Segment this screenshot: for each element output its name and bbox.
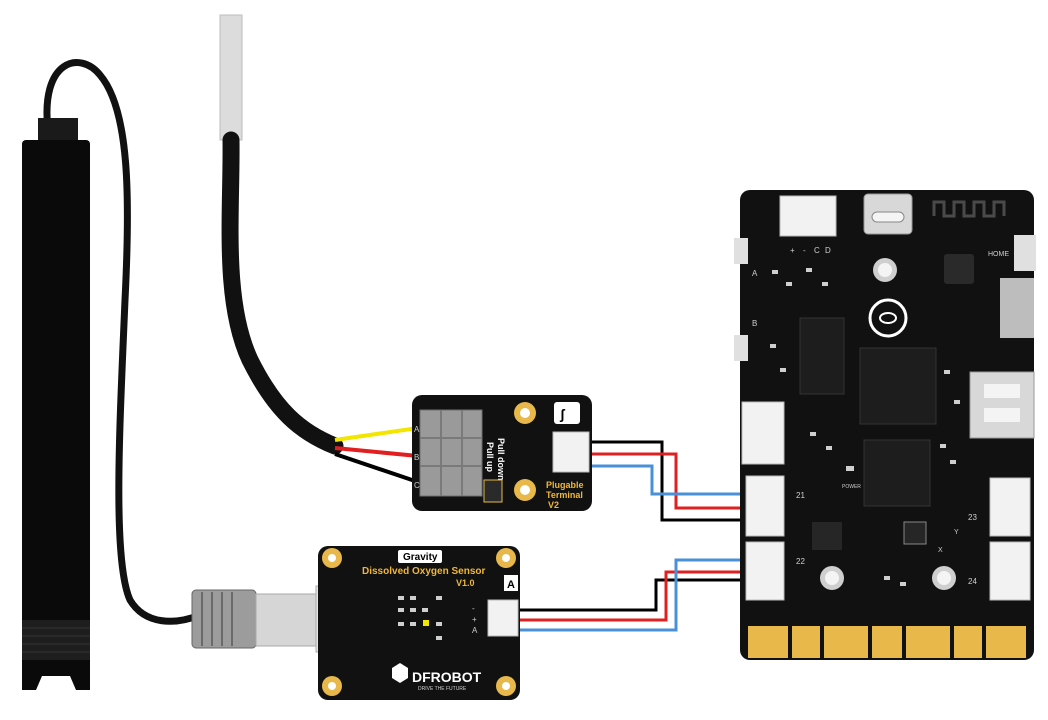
probe-grip	[22, 620, 90, 660]
top-pin-d: D	[825, 246, 831, 255]
temperature-probe	[219, 14, 419, 484]
wire-red-b	[520, 570, 745, 622]
main-board: + - C D A B HOME POWER	[734, 190, 1036, 660]
axis-x: X	[938, 547, 943, 554]
jumper	[483, 479, 503, 503]
button-a[interactable]	[734, 238, 748, 264]
button-a-label: A	[752, 269, 758, 278]
chip-sensor	[903, 521, 927, 545]
do-title: Dissolved Oxygen Sensor	[362, 566, 485, 577]
board-smd	[770, 268, 960, 586]
temp-probe-cable	[221, 131, 344, 455]
port-24	[989, 541, 1031, 601]
side-switch	[1000, 278, 1034, 338]
electrode-probe	[22, 59, 202, 690]
terminal-pin-b: B	[414, 453, 419, 462]
gravity-label: Gravity	[403, 552, 438, 563]
wires-sensor-to-board	[520, 558, 745, 632]
smd-components	[398, 596, 442, 640]
port-23	[989, 477, 1031, 537]
port-left-top	[741, 401, 785, 465]
do-version: V1.0	[456, 578, 475, 588]
wire-black-a	[590, 440, 745, 522]
terminal-name-2: Terminal	[546, 490, 583, 500]
port-23-label: 23	[968, 513, 977, 522]
wire-yellow	[334, 426, 419, 442]
df-logo-mark	[554, 402, 580, 424]
top-pin-c: C	[814, 246, 820, 255]
pull-up-label: Pull up	[485, 442, 495, 472]
terminal-pin-a: A	[414, 425, 420, 434]
usb-a-port	[969, 371, 1035, 439]
antenna	[932, 200, 1006, 218]
probe-tip	[22, 660, 90, 690]
do-pcb	[318, 546, 520, 700]
power-led	[846, 466, 854, 471]
probe-body	[22, 140, 90, 640]
terminal-board: A B C Pull down Pull up ʃ Plugable Termi…	[412, 395, 592, 511]
do-pin-vcc: +	[472, 615, 477, 624]
chip-small-2	[812, 522, 842, 550]
chip-main	[859, 347, 937, 425]
wire-red-a	[590, 452, 745, 510]
port-22-label: 22	[796, 557, 805, 566]
chip-mcu	[863, 439, 931, 507]
probe-cable	[43, 59, 202, 625]
power-label: POWER	[842, 484, 861, 490]
bnc-jack	[255, 593, 317, 647]
home-label: HOME	[988, 251, 1009, 258]
pull-down-label: Pull down	[496, 438, 506, 481]
terminal-block	[419, 409, 483, 497]
button-b-label: B	[752, 319, 757, 328]
top-connector	[779, 195, 837, 237]
wire-blue-a	[590, 464, 745, 496]
terminal-pin-c: C	[414, 481, 420, 490]
chip-flash	[799, 317, 845, 395]
terminal-name-1: Plugable	[546, 480, 584, 490]
terminal-version: V2	[548, 500, 559, 510]
gravity-badge	[398, 550, 442, 563]
temp-probe-tube	[219, 14, 243, 141]
button-b[interactable]	[734, 335, 748, 361]
wire-black-b	[520, 578, 745, 612]
do-connector	[487, 599, 519, 637]
df-logo-glyph: ʃ	[559, 406, 566, 422]
logo-circle	[868, 298, 908, 338]
signal-badge	[504, 575, 518, 591]
gold-edge-pads	[748, 626, 1026, 658]
chip-small	[944, 254, 974, 284]
port-21	[745, 475, 785, 537]
top-pin-plus: +	[790, 246, 795, 255]
terminal-connector	[552, 431, 590, 473]
signal-label: A	[507, 579, 515, 591]
do-pin-a: A	[472, 626, 478, 635]
port-24-label: 24	[968, 577, 977, 586]
wires-terminal-to-board	[590, 440, 745, 522]
dfrobot-logo-icon	[392, 663, 408, 683]
top-pin-minus: -	[803, 246, 806, 255]
dfrobot-tagline: DRIVE THE FUTURE	[418, 686, 467, 692]
port-21-label: 21	[796, 491, 805, 500]
do-pin-gnd: -	[472, 604, 475, 613]
dfrobot-logo: DFROBOT	[412, 669, 482, 685]
wire-blue-b	[520, 558, 745, 632]
probe-grip-ridges	[22, 627, 90, 653]
wire-black-temp	[334, 452, 419, 484]
wire-red-temp	[334, 446, 419, 458]
axis-y: Y	[954, 529, 959, 536]
port-22	[745, 541, 785, 601]
home-button[interactable]	[1014, 235, 1036, 271]
led	[423, 620, 429, 626]
do-sensor-board: Gravity Dissolved Oxygen Sensor V1.0 A -…	[318, 546, 520, 700]
